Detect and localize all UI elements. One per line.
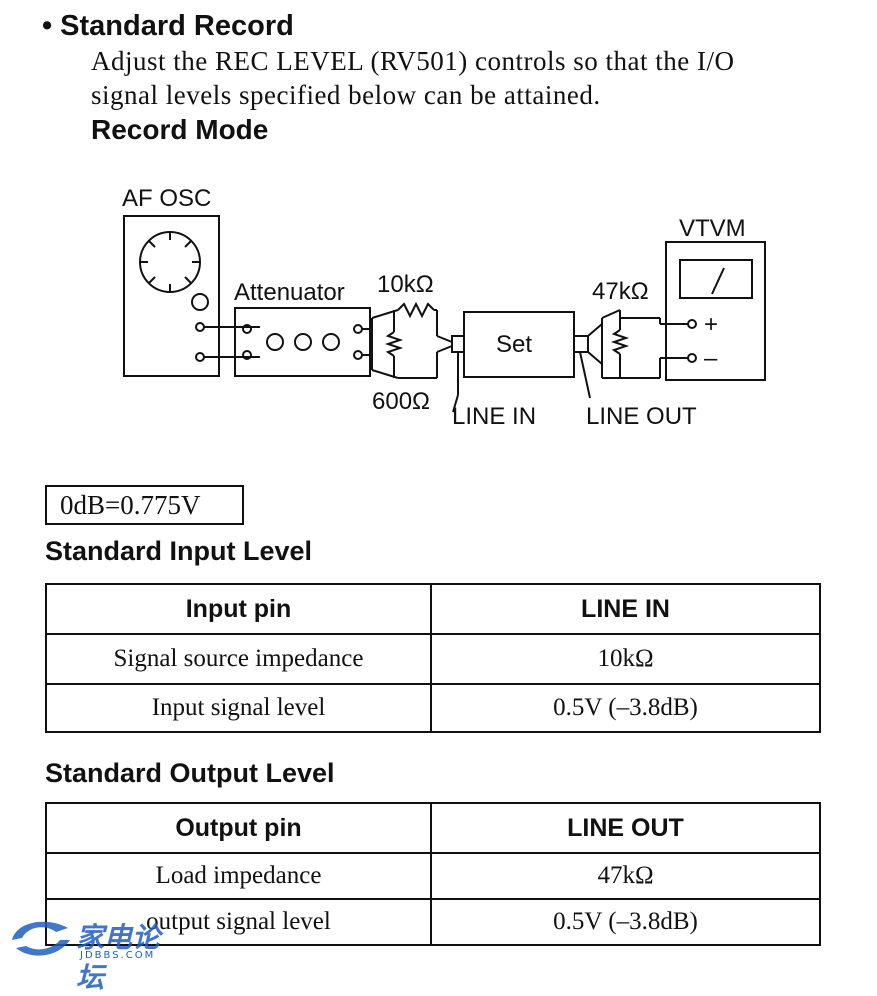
reference-level-box: 0dB=0.775V <box>45 485 244 525</box>
attenuator-label: Attenuator <box>234 279 345 306</box>
table-cell: 0.5V (–3.8dB) <box>430 683 821 733</box>
table-header-row: Input pin LINE IN <box>45 583 821 635</box>
attenuator-knob-3 <box>322 333 340 351</box>
record-mode-title: Record Mode <box>91 114 269 145</box>
line-out-jack <box>573 335 589 353</box>
column-header: LINE IN <box>430 583 821 635</box>
intro-line-1: Adjust the REC LEVEL (RV501) controls so… <box>91 46 735 76</box>
intro-line-2: signal levels specified below can be att… <box>91 80 601 110</box>
attenuator-knob-1 <box>266 333 284 351</box>
af-osc-label: AF OSC <box>122 185 211 212</box>
column-header: LINE OUT <box>430 802 821 854</box>
output-level-table: Output pin LINE OUT Load impedance 47kΩ … <box>45 802 821 946</box>
table-header-row: Output pin LINE OUT <box>45 802 821 854</box>
vtvm-box <box>665 241 766 381</box>
section-heading: •Standard Record <box>42 10 294 43</box>
line-in-jack <box>451 335 465 353</box>
line-out-label: LINE OUT <box>586 403 697 430</box>
table-cell: Load impedance <box>45 852 432 900</box>
resistor-10k-label: 10kΩ <box>377 271 434 298</box>
site-watermark: 家电论坛 JDBBS.COM <box>6 910 186 994</box>
af-osc-box <box>123 215 220 377</box>
resistor-600-label: 600Ω <box>372 388 430 415</box>
watermark-logo-icon <box>12 921 70 956</box>
resistor-47k <box>610 329 630 355</box>
bullet: • <box>42 10 53 42</box>
table-cell: 10kΩ <box>430 633 821 685</box>
table-row: Input signal level 0.5V (–3.8dB) <box>45 683 821 733</box>
output-section-title: Standard Output Level <box>45 758 335 788</box>
table-cell: 0.5V (–3.8dB) <box>430 898 821 946</box>
vtvm-meter <box>679 259 753 299</box>
af-osc-knob <box>191 293 209 311</box>
table-row: Signal source impedance 10kΩ <box>45 633 821 685</box>
column-header: Output pin <box>45 802 432 854</box>
table-row: Load impedance 47kΩ <box>45 852 821 900</box>
table-cell: output signal level <box>45 898 432 946</box>
attenuator-knob-2 <box>294 333 312 351</box>
intro-paragraph: Adjust the REC LEVEL (RV501) controls so… <box>91 44 871 112</box>
vtvm-minus-label: – <box>704 345 718 372</box>
set-box <box>463 311 575 378</box>
table-cell: 47kΩ <box>430 852 821 900</box>
vtvm-label: VTVM <box>679 215 746 242</box>
table-cell: Input signal level <box>45 683 432 733</box>
vtvm-plus-label: + <box>704 311 718 338</box>
resistor-47k-label: 47kΩ <box>592 278 649 305</box>
resistor-10k <box>397 301 435 319</box>
resistor-600 <box>384 331 404 357</box>
input-level-table: Input pin LINE IN Signal source impedanc… <box>45 583 821 733</box>
table-row: output signal level 0.5V (–3.8dB) <box>45 898 821 946</box>
input-section-title: Standard Input Level <box>45 536 313 566</box>
af-osc-dial <box>139 231 201 293</box>
column-header: Input pin <box>45 583 432 635</box>
attenuator-box <box>234 307 371 377</box>
watermark-subtext: JDBBS.COM <box>80 950 156 961</box>
line-in-label: LINE IN <box>452 403 536 430</box>
set-label: Set <box>496 331 532 358</box>
table-cell: Signal source impedance <box>45 633 432 685</box>
section-title-standard-record: Standard Record <box>60 10 294 42</box>
